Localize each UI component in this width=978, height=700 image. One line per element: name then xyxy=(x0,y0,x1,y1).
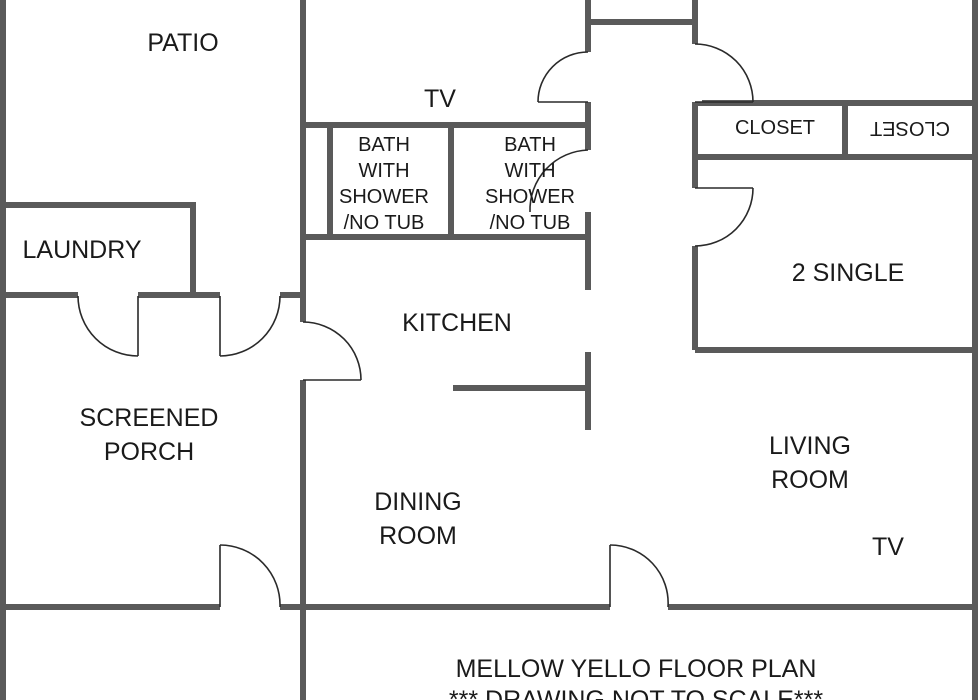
bath-left-line2: WITH xyxy=(358,160,409,182)
kitchen-label: KITCHEN xyxy=(402,309,512,337)
bath-right-line3: SHOWER xyxy=(485,186,575,208)
bath-right-line2: WITH xyxy=(504,160,555,182)
plan-subtitle: *** DRAWING NOT TO SCALE*** xyxy=(449,686,823,700)
bath-left-line1: BATH xyxy=(358,134,410,156)
dining-room-line1: DINING xyxy=(374,488,462,516)
laundry-label: LAUNDRY xyxy=(22,236,141,264)
bath-right-line4: /NO TUB xyxy=(490,212,571,234)
plan-title: MELLOW YELLO FLOOR PLAN xyxy=(456,655,817,683)
closet-right-label: CLOSET xyxy=(870,117,950,139)
tv-label-lower: TV xyxy=(872,533,904,561)
closet-left-label: CLOSET xyxy=(735,117,815,139)
living-room-line1: LIVING xyxy=(769,432,851,460)
door-openings xyxy=(78,44,702,614)
bath-left-line4: /NO TUB xyxy=(344,212,425,234)
bath-left-line3: SHOWER xyxy=(339,186,429,208)
bath-right-line1: BATH xyxy=(504,134,556,156)
patio-label: PATIO xyxy=(147,29,218,57)
screened-porch-line1: SCREENED xyxy=(80,404,219,432)
dining-room-line2: ROOM xyxy=(379,522,457,550)
living-room-line2: ROOM xyxy=(771,466,849,494)
doors xyxy=(77,43,754,608)
screened-porch-line2: PORCH xyxy=(104,438,194,466)
tv-label-upper: TV xyxy=(424,85,456,113)
bedroom-single-label: 2 SINGLE xyxy=(792,259,905,287)
